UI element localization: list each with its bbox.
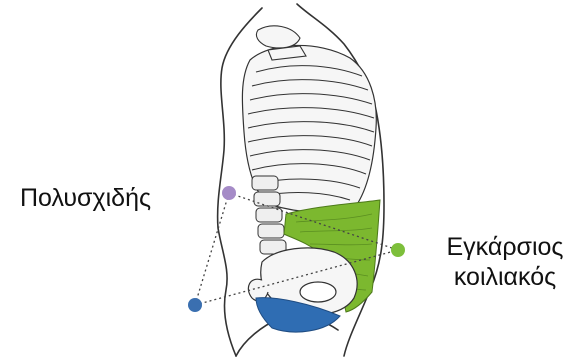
- transverse-abdominis-label-line1: Εγκάρσιος: [430, 232, 580, 262]
- pelvic-floor-point: [188, 298, 202, 312]
- transverse-abdominis-point: [391, 243, 405, 257]
- multifidus-point: [222, 186, 236, 200]
- transverse-abdominis-label-line2: κοιλιακός: [430, 262, 580, 292]
- multifidus-label: Πολυσχιδής: [20, 183, 151, 213]
- transverse-abdominis-label: Εγκάρσιος κοιλιακός: [430, 232, 580, 292]
